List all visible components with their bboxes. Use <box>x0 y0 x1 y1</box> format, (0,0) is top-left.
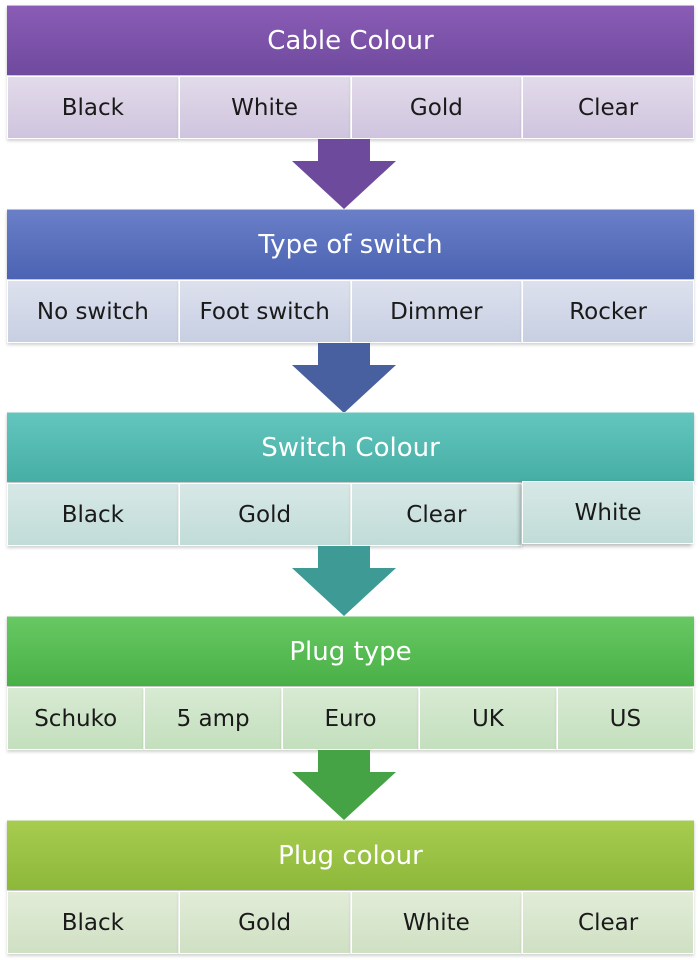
option-cell: White <box>350 891 523 954</box>
option-cell: Black <box>7 891 179 954</box>
option-cell: Gold <box>350 76 523 139</box>
option-cell: Foot switch <box>178 280 351 343</box>
down-arrow-icon <box>292 139 396 209</box>
option-cell: Schuko <box>7 687 145 750</box>
option-cell: Clear <box>522 891 694 954</box>
option-cell: Euro <box>281 687 420 750</box>
stage-header-plug-colour: Plug colour <box>7 820 694 890</box>
option-row-plug-type: Schuko 5 amp Euro UK US <box>7 687 695 750</box>
option-cell: Black <box>7 483 179 546</box>
option-row-switch-colour: Black Gold Clear White <box>7 481 694 546</box>
down-arrow-icon <box>292 546 396 616</box>
option-row-type-of-switch: No switch Foot switch Dimmer Rocker <box>7 280 694 343</box>
option-cell: US <box>556 687 695 750</box>
option-cell: Rocker <box>522 280 694 343</box>
stage-header-type-of-switch: Type of switch <box>7 209 694 279</box>
option-cell: White <box>522 481 694 544</box>
option-cell: Gold <box>178 483 351 546</box>
option-cell: 5 amp <box>144 687 282 750</box>
down-arrow-icon <box>292 343 396 413</box>
down-arrow-icon <box>292 750 396 820</box>
option-cell: Clear <box>350 483 523 546</box>
option-cell: White <box>178 76 351 139</box>
option-cell: No switch <box>7 280 179 343</box>
option-row-cable-colour: Black White Gold Clear <box>7 76 694 139</box>
option-cell: Dimmer <box>350 280 523 343</box>
option-cell: Black <box>7 76 179 139</box>
option-cell: Gold <box>178 891 351 954</box>
option-cell: Clear <box>522 76 694 139</box>
option-cell: UK <box>419 687 557 750</box>
stage-header-cable-colour: Cable Colour <box>7 5 694 75</box>
option-row-plug-colour: Black Gold White Clear <box>7 891 694 954</box>
stage-header-plug-type: Plug type <box>7 616 694 686</box>
stage-header-switch-colour: Switch Colour <box>7 412 694 482</box>
